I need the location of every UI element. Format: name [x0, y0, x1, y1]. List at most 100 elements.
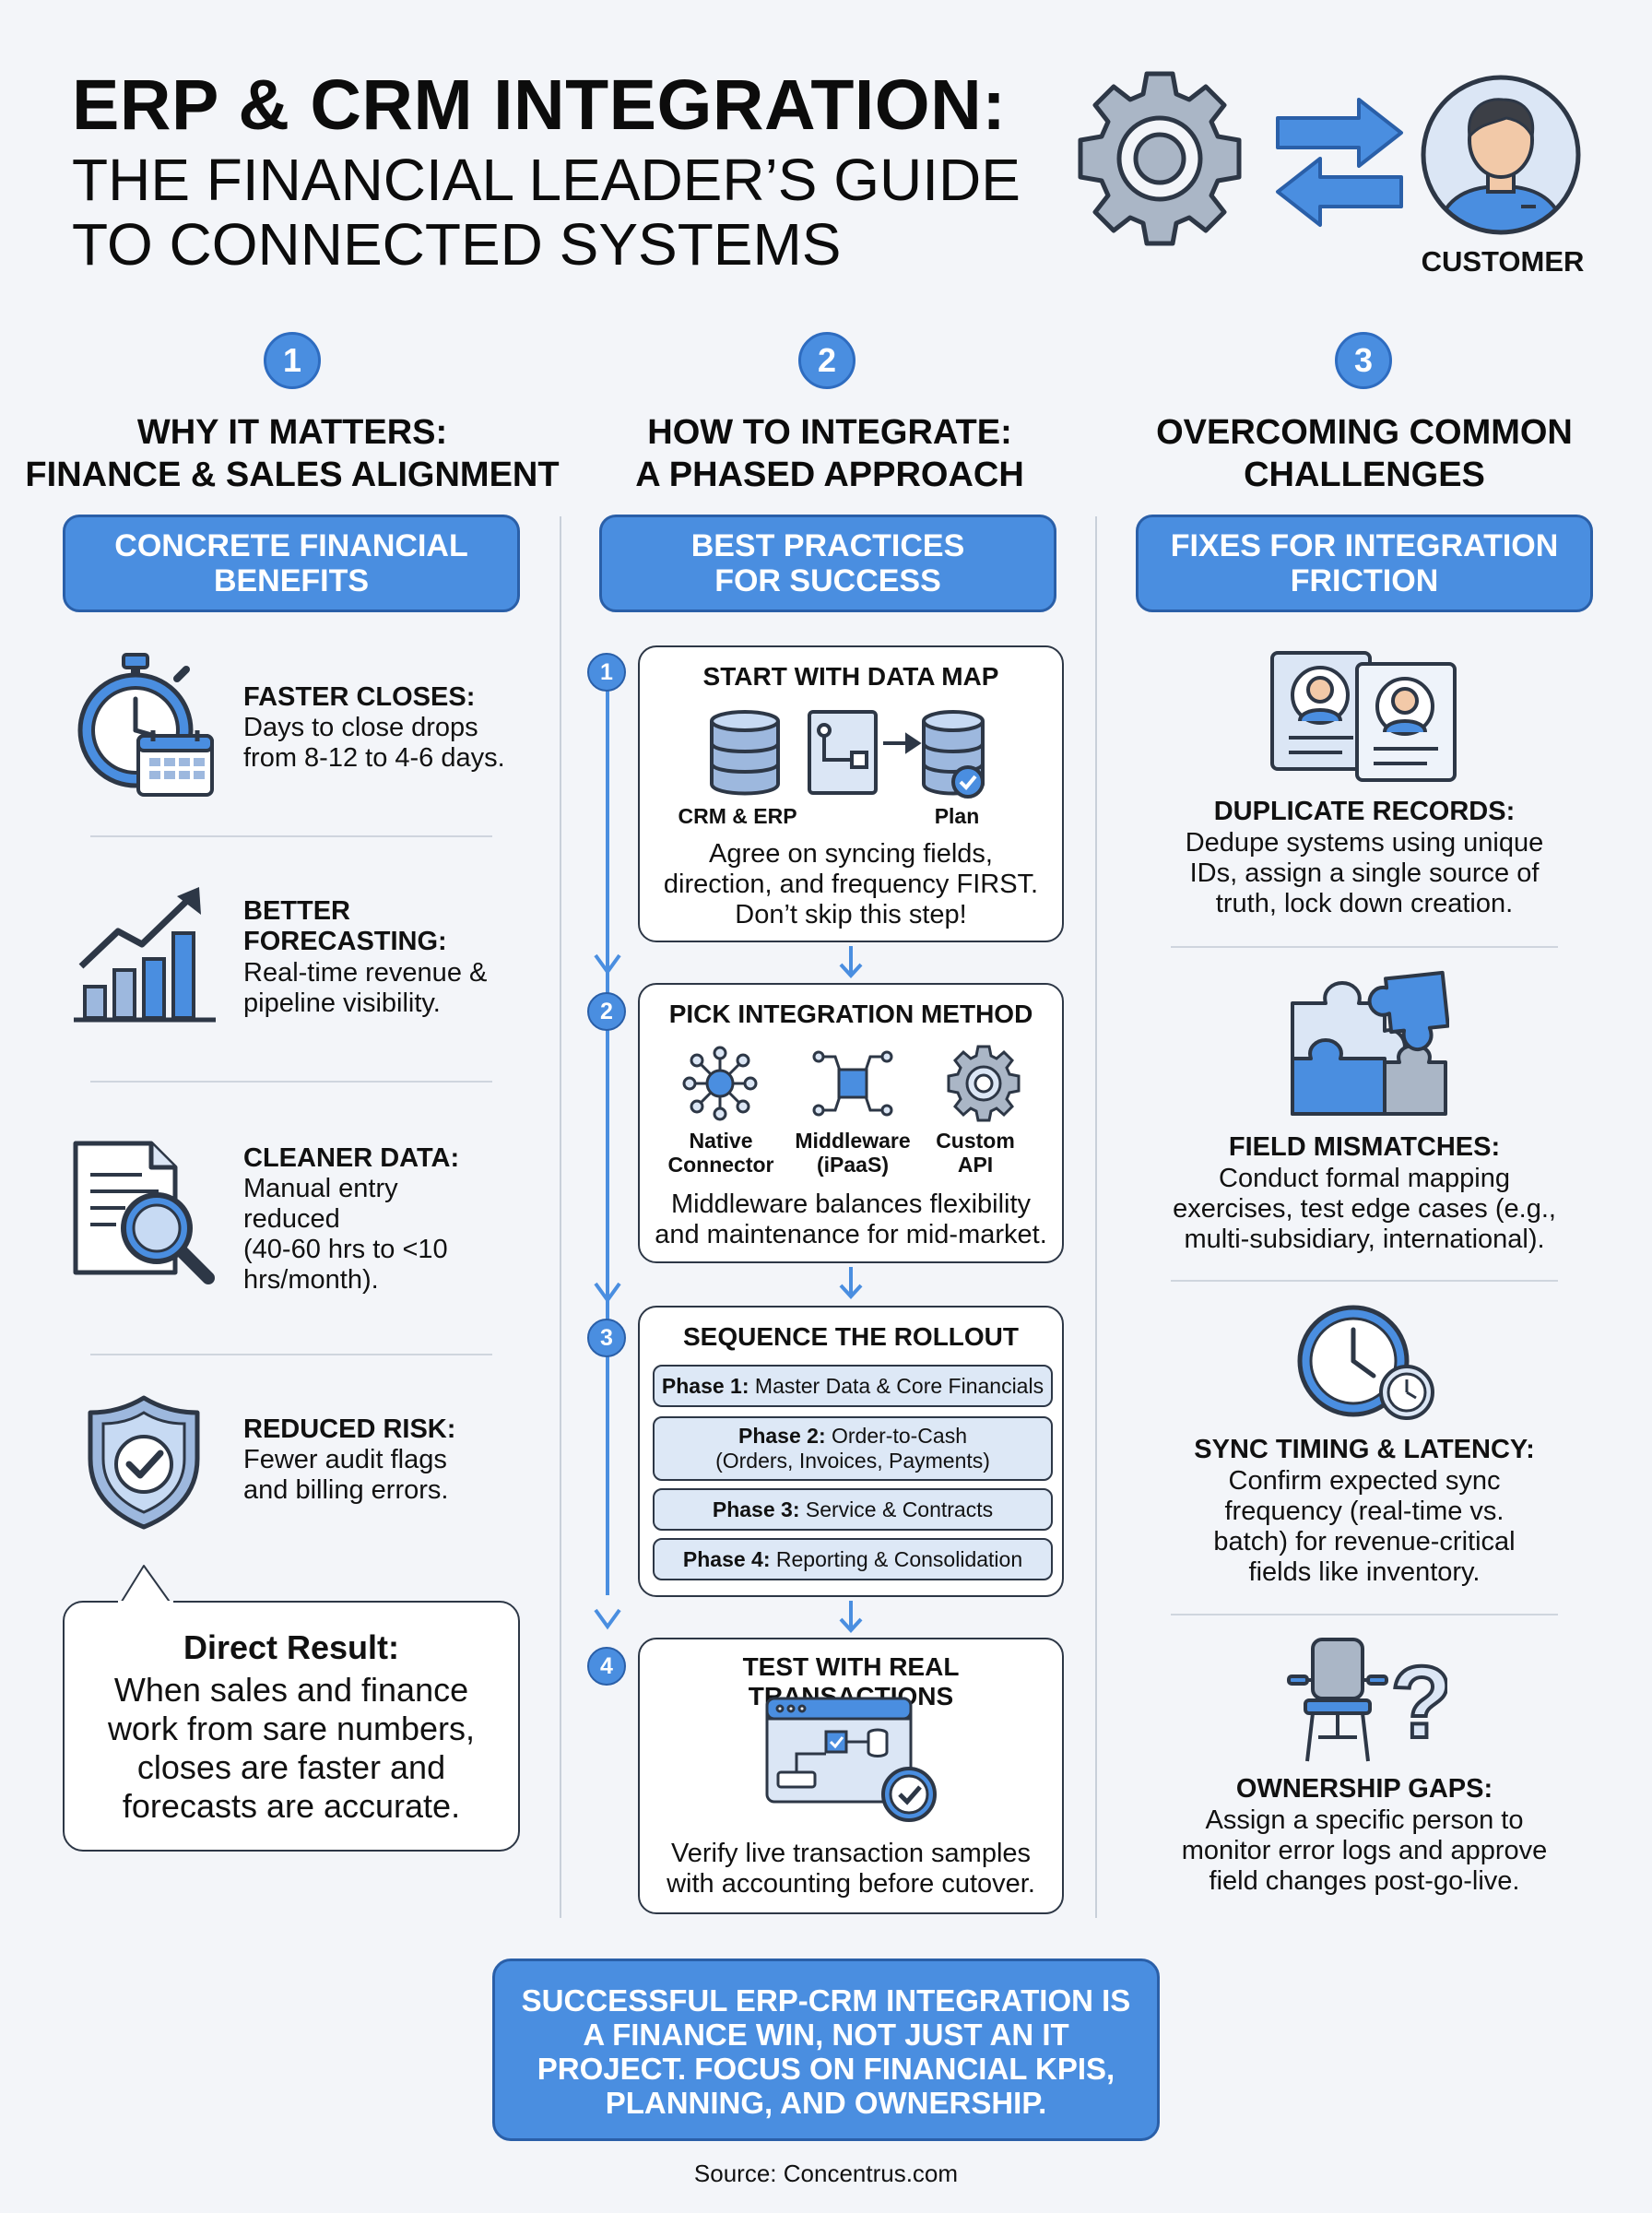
puzzle-icon — [1291, 970, 1449, 1116]
item-divider — [1171, 946, 1558, 948]
step-desc-testing: Verify live transaction samples with acc… — [667, 1839, 1035, 1899]
transaction-test-icon — [765, 1697, 937, 1822]
direct-result-title: Direct Result: — [183, 1628, 400, 1666]
phase-pill-3: Phase 3: Service & Contracts — [653, 1488, 1053, 1531]
challenge-title-field-mismatch: FIELD MISMATCHES: — [1228, 1132, 1501, 1162]
step-title-rollout: SEQUENCE THE ROLLOUT — [682, 1322, 1019, 1351]
section-heading-challenges: OVERCOMING COMMON CHALLENGES — [1156, 413, 1573, 494]
benefit-title-cleaner-data: CLEANER DATA: — [243, 1143, 460, 1173]
phase-pill-4: Phase 4: Reporting & Consolidation — [653, 1538, 1053, 1580]
stopwatch-calendar-icon — [77, 653, 214, 797]
duplicate-profiles-icon — [1270, 651, 1457, 782]
section-number-3: 3 — [1335, 332, 1392, 389]
benefit-title-faster-closes: FASTER CLOSES: — [243, 682, 476, 712]
phase-label: Phase 4: — [682, 1546, 771, 1571]
label-crm-erp: CRM & ERP — [678, 804, 797, 828]
custom-api-gear-icon — [947, 1045, 1021, 1122]
empty-chair-question-icon: ? — [1287, 1638, 1447, 1762]
gear-icon — [1078, 71, 1242, 246]
phase-label: Phase 3: — [712, 1497, 800, 1521]
step-title-integration-method: PICK INTEGRATION METHOD — [668, 1000, 1033, 1028]
challenge-desc-duplicates: Dedupe systems using unique IDs, assign … — [1185, 828, 1544, 918]
customer-avatar-icon — [1421, 75, 1581, 235]
native-connector-icon — [682, 1046, 758, 1121]
phase-text: Master Data & Core Financials — [754, 1373, 1044, 1398]
benefit-title-forecasting: BETTER FORECASTING: — [243, 896, 447, 956]
item-divider — [90, 1354, 492, 1355]
item-divider — [90, 835, 492, 837]
step-card-testing: TEST WITH REAL TRANSACTIONS Verify live … — [638, 1638, 1064, 1914]
benefit-desc-forecasting: Real-time revenue & pipeline visibility. — [243, 958, 488, 1018]
item-divider — [1171, 1614, 1558, 1615]
label-plan: Plan — [934, 804, 980, 828]
phase-text: Reporting & Consolidation — [775, 1546, 1023, 1571]
step-number-3: 3 — [587, 1319, 626, 1357]
benefit-desc-faster-closes: Days to close drops from 8-12 to 4-6 day… — [243, 713, 505, 773]
source-credit: Source: Concentrus.com — [693, 2160, 959, 2187]
step-number-1: 1 — [587, 653, 626, 692]
document-magnifier-icon — [73, 1141, 215, 1284]
step-number-4: 4 — [587, 1647, 626, 1686]
phase-text-detail: (Orders, Invoices, Payments) — [715, 1449, 990, 1473]
step-card-data-map: START WITH DATA MAP CRM & ERP Plan Agree… — [638, 645, 1064, 942]
benefit-desc-cleaner-data: Manual entry reduced (40-60 hrs to <10 h… — [243, 1174, 448, 1295]
challenge-title-duplicates: DUPLICATE RECORDS: — [1213, 797, 1516, 826]
item-divider — [90, 1081, 492, 1083]
phase-pill-1: Phase 1: Master Data & Core Financials — [653, 1365, 1053, 1407]
step-number-2: 2 — [587, 992, 626, 1031]
item-divider — [1171, 1280, 1558, 1282]
sync-arrows-icon — [1276, 98, 1403, 227]
benefits-banner: CONCRETE FINANCIAL BENEFITS — [63, 515, 520, 612]
database-flow-icon — [710, 710, 985, 799]
direct-result-box: Direct Result: When sales and finance wo… — [63, 1601, 520, 1852]
page-title: ERP & CRM INTEGRATION: — [72, 65, 1007, 145]
step-card-rollout: SEQUENCE THE ROLLOUT Phase 1: Master Dat… — [638, 1306, 1064, 1597]
challenge-desc-field-mismatch: Conduct formal mapping exercises, test e… — [1173, 1164, 1556, 1254]
label-middleware: Middleware (iPaaS) — [795, 1129, 911, 1177]
column-divider — [1095, 516, 1097, 1918]
page-subtitle: THE FINANCIAL LEADER’S GUIDE TO CONNECTE… — [72, 147, 1021, 278]
phase-text: Service & Contracts — [805, 1497, 994, 1521]
timeline-arrowhead — [594, 953, 621, 976]
speech-tail-joint — [118, 1601, 173, 1606]
benefit-desc-reduced-risk: Fewer audit flags and billing errors. — [243, 1445, 449, 1505]
middleware-icon — [812, 1050, 893, 1117]
clock-icon — [1297, 1305, 1434, 1420]
phase-label: Phase 2: — [738, 1424, 826, 1448]
challenge-desc-ownership: Assign a specific person to monitor erro… — [1181, 1805, 1548, 1896]
phase-pill-2: Phase 2: Order-to-Cash (Orders, Invoices… — [653, 1416, 1053, 1481]
growth-chart-icon — [74, 887, 216, 1023]
section-number-2: 2 — [798, 332, 856, 389]
section-number-1: 1 — [264, 332, 321, 389]
section-heading-how: HOW TO INTEGRATE: A PHASED APPROACH — [635, 413, 1024, 494]
challenge-desc-sync-timing: Confirm expected sync frequency (real-ti… — [1213, 1466, 1516, 1587]
challenge-title-sync-timing: SYNC TIMING & LATENCY: — [1194, 1435, 1535, 1464]
phase-text: Order-to-Cash — [832, 1424, 967, 1448]
best-practices-banner: BEST PRACTICES FOR SUCCESS — [599, 515, 1056, 612]
key-takeaway-banner: SUCCESSFUL ERP-CRM INTEGRATION IS A FINA… — [492, 1959, 1160, 2141]
svg-text:?: ? — [1390, 1646, 1447, 1759]
timeline-arrowhead — [594, 1608, 621, 1630]
challenge-title-ownership: OWNERSHIP GAPS: — [1235, 1774, 1493, 1804]
benefit-title-reduced-risk: REDUCED RISK: — [243, 1414, 456, 1444]
step-desc-integration-method: Middleware balances flexibility and main… — [655, 1189, 1047, 1249]
label-native-connector: Native Connector — [667, 1129, 774, 1177]
customer-label: CUSTOMER — [1421, 245, 1585, 278]
section-heading-why: WHY IT MATTERS: FINANCE & SALES ALIGNMEN… — [25, 413, 560, 494]
direct-result-text: When sales and finance work from sare nu… — [107, 1671, 476, 1825]
down-arrow-icon — [839, 946, 863, 978]
down-arrow-icon — [839, 1601, 863, 1633]
timeline-line — [606, 673, 609, 1595]
timeline-arrowhead — [594, 1282, 621, 1304]
step-desc-data-map: Agree on syncing fields, direction, and … — [663, 839, 1039, 929]
down-arrow-icon — [839, 1267, 863, 1299]
shield-check-icon — [88, 1395, 200, 1530]
phase-label: Phase 1: — [661, 1373, 749, 1398]
label-custom-api: Custom API — [936, 1129, 1015, 1177]
step-card-integration-method: PICK INTEGRATION METHOD Native Connector… — [638, 983, 1064, 1263]
column-divider — [560, 516, 561, 1918]
step-title-data-map: START WITH DATA MAP — [702, 662, 999, 691]
speech-tail — [119, 1565, 172, 1604]
fixes-banner: FIXES FOR INTEGRATION FRICTION — [1136, 515, 1593, 612]
step-title-testing: TEST WITH REAL TRANSACTIONS — [742, 1652, 960, 1710]
